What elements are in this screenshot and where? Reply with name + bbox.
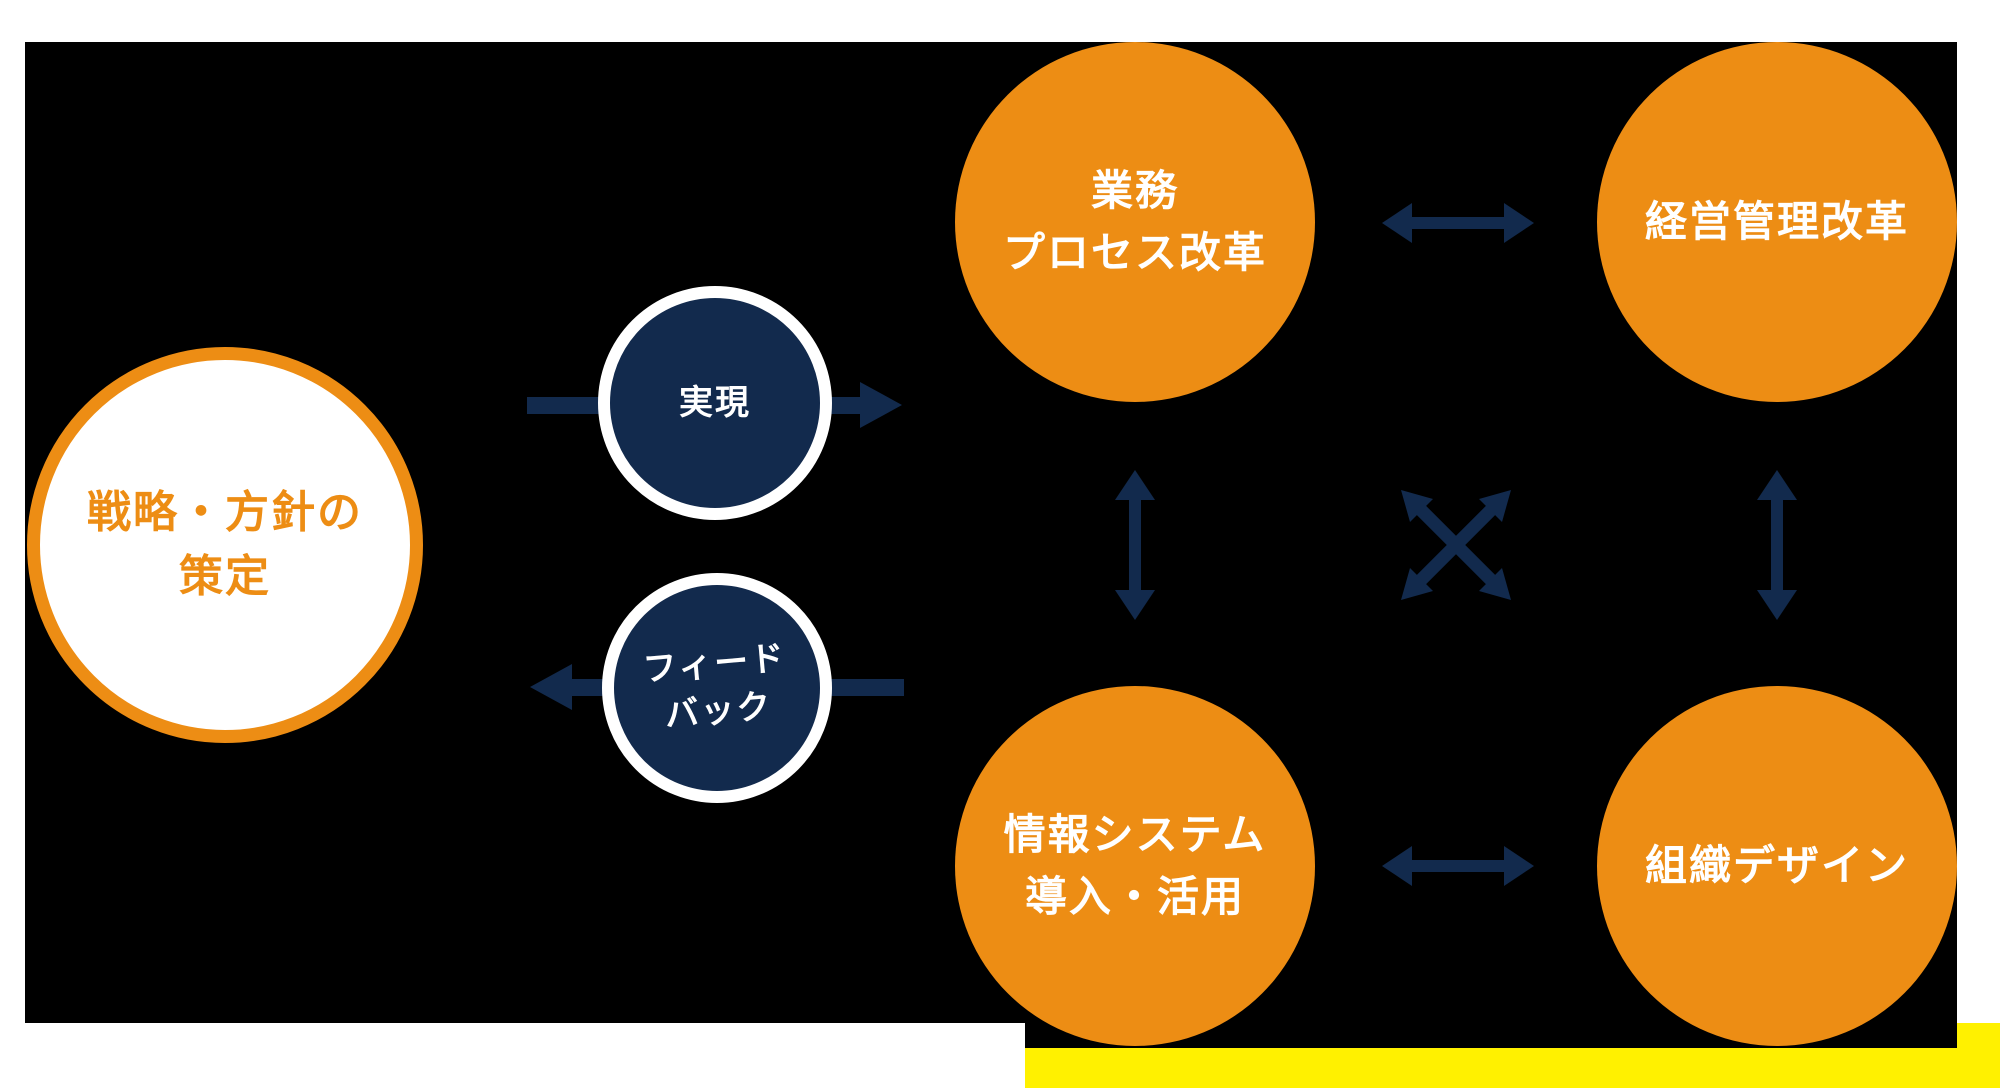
node-feedback: フィード バック bbox=[602, 573, 832, 803]
node-info-system: 情報システム 導入・活用 bbox=[955, 686, 1315, 1046]
node-info-system-label: 情報システム 導入・活用 bbox=[1003, 811, 1267, 920]
realize-arrowhead-right-icon bbox=[860, 382, 902, 428]
node-org-design: 組織デザイン bbox=[1597, 686, 1957, 1046]
double-arrow-bottom-icon bbox=[1382, 846, 1534, 886]
double-arrow-right-column-icon bbox=[1757, 470, 1797, 620]
node-realize: 実現 bbox=[598, 286, 832, 520]
double-arrow-top-icon bbox=[1382, 203, 1534, 243]
cross-double-arrows-icon bbox=[1401, 490, 1511, 600]
node-org-design-label: 組織デザイン bbox=[1644, 842, 1909, 889]
node-management-reform: 経営管理改革 bbox=[1597, 42, 1957, 402]
node-business-process-reform-label: 業務 プロセス改革 bbox=[1002, 167, 1267, 276]
node-business-process-reform: 業務 プロセス改革 bbox=[955, 42, 1315, 402]
node-strategy-policy-label: 戦略・方針の 策定 bbox=[87, 488, 363, 601]
node-realize-label: 実現 bbox=[679, 383, 751, 422]
double-arrow-left-column-icon bbox=[1115, 470, 1155, 620]
feedback-arrowhead-left-icon bbox=[530, 664, 572, 710]
node-management-reform-label: 経営管理改革 bbox=[1644, 198, 1909, 245]
node-strategy-policy: 戦略・方針の 策定 bbox=[27, 347, 423, 743]
bottom-left-white-cutout bbox=[0, 1023, 1025, 1088]
node-feedback-label: フィード バック bbox=[641, 638, 788, 735]
